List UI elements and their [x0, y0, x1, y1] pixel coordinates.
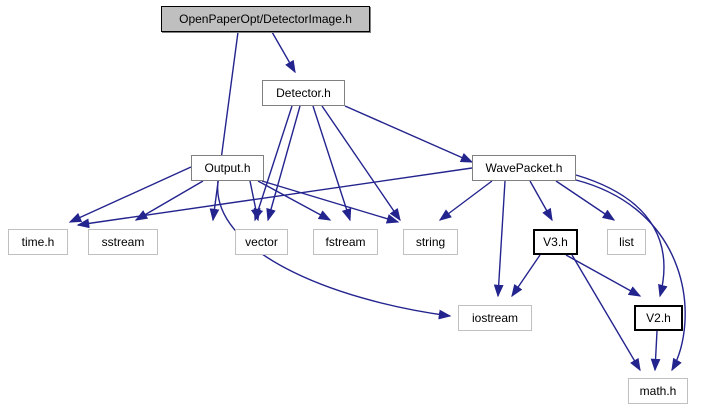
graph-node-v2[interactable]: V2.h [634, 305, 683, 331]
graph-edge-v2-to-math [650, 330, 661, 372]
graph-edge-v3-to-math [571, 254, 641, 372]
graph-node-list[interactable]: list [607, 229, 646, 255]
graph-node-root[interactable]: OpenPaperOpt/DetectorImage.h [161, 6, 370, 32]
graph-edge-output-to-string [261, 180, 400, 224]
graph-edge-v3-to-v2 [565, 254, 642, 297]
graph-node-string[interactable]: string [403, 229, 458, 255]
graph-node-label-vector: vector [245, 235, 278, 249]
graph-node-math[interactable]: math.h [628, 378, 688, 404]
graph-edge-root-to-detector [271, 31, 296, 74]
graph-edge-detector-to-wavepacket [344, 105, 474, 163]
graph-edge-output-to-iostream [217, 180, 452, 320]
graph-edge-wavepacket-to-list [555, 180, 616, 221]
graph-edge-output-to-vector [249, 180, 261, 222]
graph-node-output[interactable]: Output.h [191, 155, 264, 181]
graph-node-vector[interactable]: vector [235, 229, 288, 255]
graph-node-label-list: list [619, 235, 634, 249]
graph-node-v3[interactable]: V3.h [533, 229, 578, 255]
graph-node-label-time: time.h [21, 235, 55, 249]
graph-node-label-detector: Detector.h [276, 86, 331, 100]
graph-node-fstream[interactable]: fstream [313, 229, 378, 255]
graph-node-label-math: math.h [639, 384, 677, 398]
graph-edge-wavepacket-to-iostream [493, 180, 506, 298]
graph-edge-output-to-fstream [257, 180, 332, 221]
graph-edge-output-to-sstream [134, 180, 204, 221]
graph-node-label-wavepacket: WavePacket.h [485, 161, 563, 175]
graph-node-wavepacket[interactable]: WavePacket.h [472, 155, 576, 181]
graph-node-label-output: Output.h [204, 161, 251, 175]
graph-node-label-iostream: iostream [471, 311, 518, 325]
graph-node-detector[interactable]: Detector.h [262, 80, 345, 106]
graph-node-label-root: OpenPaperOpt/DetectorImage.h [179, 12, 352, 26]
graph-node-label-sstream: sstream [101, 235, 145, 249]
graph-node-iostream[interactable]: iostream [458, 305, 532, 331]
graph-edge-output-to-time [68, 166, 192, 223]
graph-node-label-string: string [415, 235, 446, 249]
edge-group [68, 31, 686, 372]
graph-edge-detector-to-string [321, 105, 401, 222]
graph-edge-v3-to-iostream [511, 254, 541, 298]
graph-node-label-v3: V3.h [543, 235, 568, 249]
graph-edge-wavepacket-to-time [76, 167, 473, 229]
graph-edge-detector-to-output [253, 105, 293, 222]
graph-node-sstream[interactable]: sstream [88, 229, 158, 255]
graph-node-label-fstream: fstream [325, 235, 366, 249]
graph-edge-wavepacket-to-math [575, 179, 686, 372]
graph-node-label-v2: V2.h [646, 311, 671, 325]
graph-edge-wavepacket-to-v3 [529, 180, 553, 222]
graph-node-time[interactable]: time.h [8, 229, 68, 255]
graph-edge-root-to-output [209, 31, 239, 222]
graph-edge-detector-to-vector [266, 105, 301, 222]
graph-edge-wavepacket-to-string [438, 180, 493, 221]
graph-edge-detector-to-fstream [312, 105, 352, 222]
